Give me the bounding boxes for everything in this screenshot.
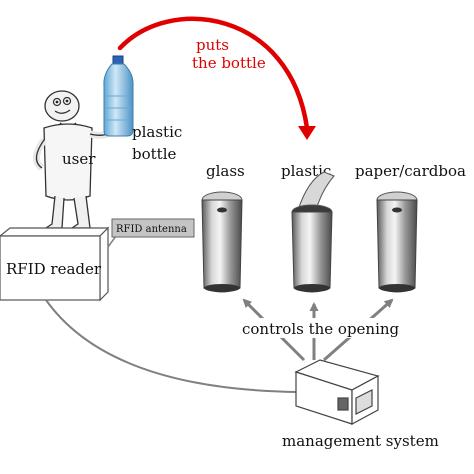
antenna-connector bbox=[107, 235, 117, 248]
rfid-antenna-icon bbox=[111, 218, 195, 238]
reader-to-management-link bbox=[45, 299, 301, 393]
rfid-reader-label: RFID reader bbox=[6, 260, 102, 278]
puts-bottle-arrow bbox=[117, 16, 310, 131]
puts-label-line1: puts bbox=[196, 36, 229, 54]
plastic-bottle-label-line2: bottle bbox=[132, 145, 176, 163]
trash-bin-icon bbox=[376, 191, 418, 293]
trash-bin-icon bbox=[201, 191, 243, 293]
bin-glass-label: glass bbox=[206, 162, 245, 180]
controls-label: controls the opening bbox=[242, 320, 400, 338]
bin-paper-label: paper/cardboa bbox=[355, 162, 466, 180]
rfid-antenna-label: RFID antenna bbox=[116, 224, 187, 235]
plastic-bottle-icon bbox=[103, 55, 134, 137]
puts-label-line2: the bottle bbox=[192, 54, 266, 72]
user-label: user bbox=[62, 150, 96, 168]
management-system-label: management system bbox=[282, 432, 439, 450]
controls-label-bg bbox=[238, 318, 414, 338]
rfid-reader-box-icon bbox=[0, 226, 110, 302]
plastic-bottle-label-line1: plastic bbox=[132, 123, 182, 141]
management-box-icon bbox=[294, 359, 380, 426]
puts-bottle-arrowhead bbox=[298, 126, 316, 140]
trash-bin-icon bbox=[291, 171, 335, 293]
user-mascot-icon bbox=[33, 90, 115, 229]
